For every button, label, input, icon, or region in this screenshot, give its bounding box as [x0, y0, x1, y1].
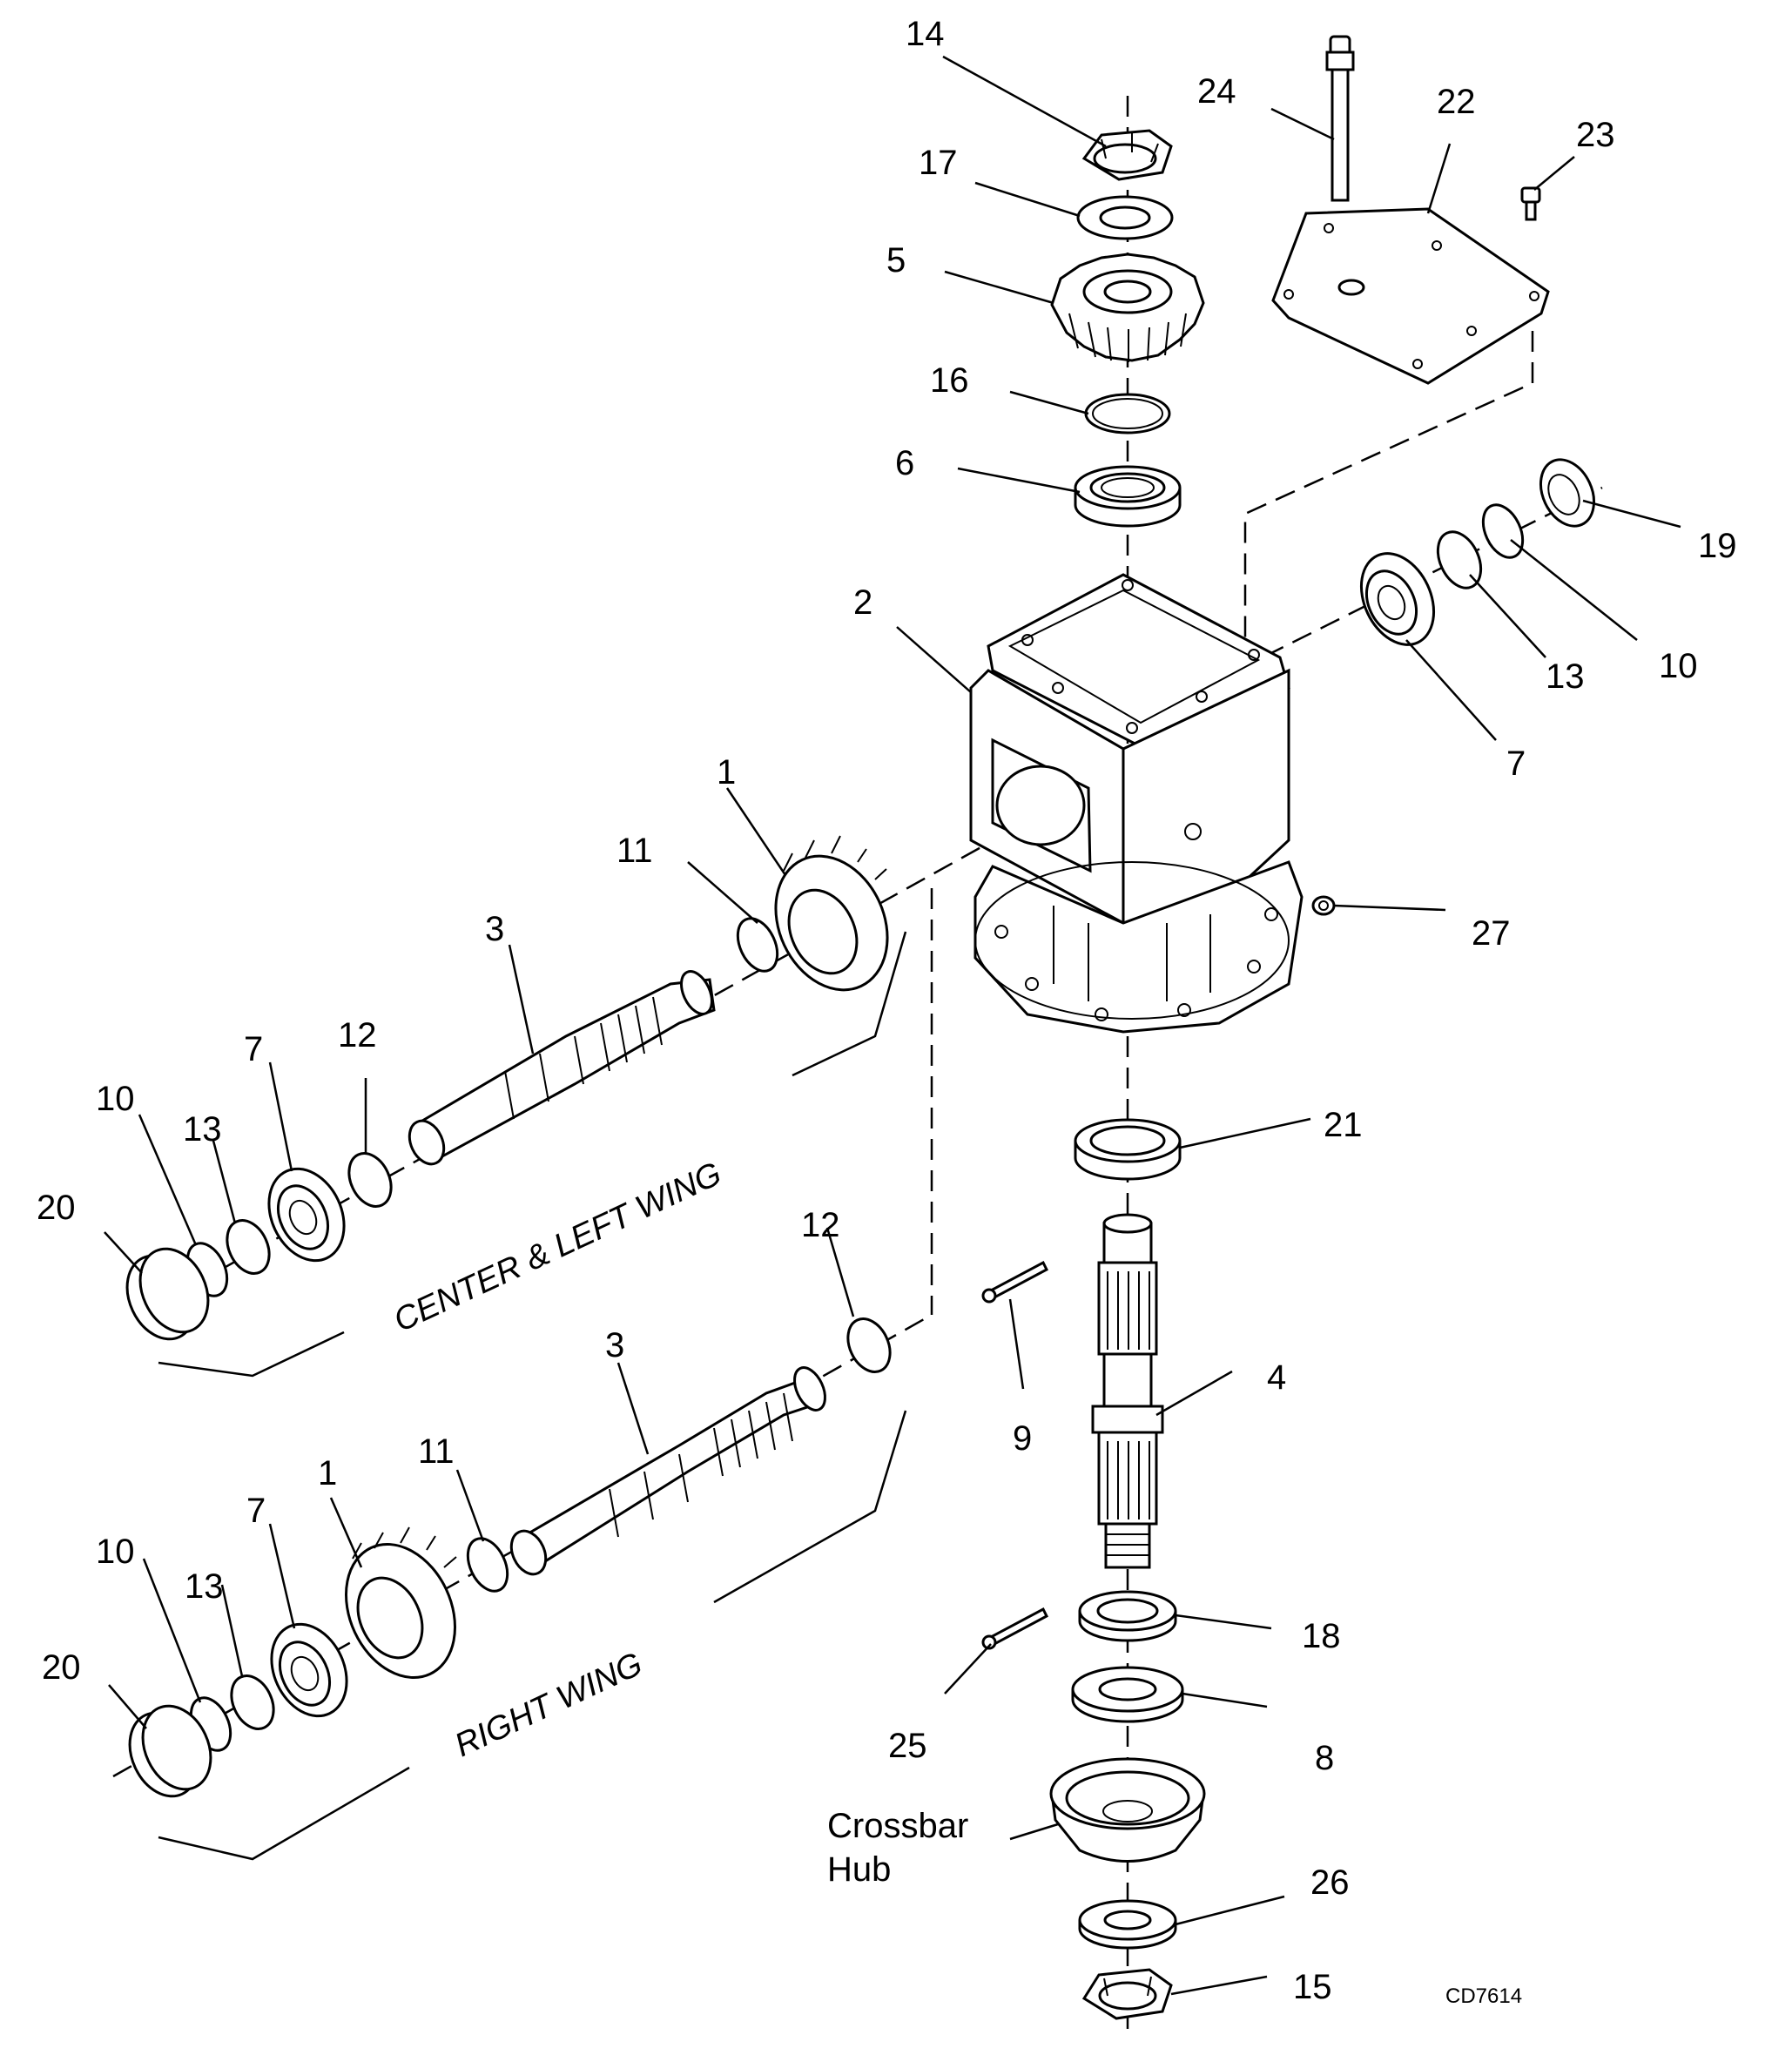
- callout-20-right: 20: [42, 1648, 81, 1687]
- dipstick-24: [1325, 35, 1355, 202]
- section-label-right-wing: RIGHT WING: [449, 1646, 648, 1764]
- bearing-7-side: [1359, 552, 1436, 646]
- callout-10-side: 10: [1659, 647, 1698, 685]
- callout-7-side: 7: [1506, 745, 1526, 783]
- callout-14: 14: [906, 15, 945, 53]
- pinion-gear-1-right: [345, 1526, 457, 1680]
- callout-3-right: 3: [605, 1326, 624, 1364]
- callout-1-left: 1: [717, 753, 736, 792]
- snap-ring-12-right: [846, 1317, 892, 1373]
- plug-27: [1311, 895, 1336, 916]
- center-left-wing-bracket-top: [792, 931, 907, 1077]
- callout-5: 5: [886, 241, 906, 280]
- callout-1-right: 1: [318, 1454, 337, 1492]
- bearing-7-right: [270, 1622, 348, 1718]
- callout-16: 16: [930, 361, 969, 400]
- callout-6: 6: [895, 444, 914, 482]
- callout-12-right: 12: [801, 1206, 840, 1244]
- castle-nut-top: [1081, 129, 1173, 181]
- snap-ring-11-right: [466, 1537, 509, 1593]
- cotter-pin-9: [981, 1260, 1048, 1304]
- pinion-gear-1-left: [774, 835, 889, 992]
- callout-9: 9: [1013, 1419, 1032, 1458]
- callout-12-left: 12: [338, 1016, 377, 1054]
- washer-8: [1071, 1666, 1184, 1723]
- snap-ring-13-side: [1436, 530, 1483, 590]
- callout-20-left: 20: [37, 1189, 76, 1227]
- bearing-7-left: [267, 1167, 346, 1263]
- callout-10-left: 10: [96, 1080, 135, 1118]
- vertical-shaft-4: [1091, 1213, 1164, 1569]
- snap-ring-11-left: [736, 917, 779, 973]
- callout-11-left: 11: [616, 832, 653, 870]
- callout-2: 2: [853, 583, 872, 622]
- callout-24: 24: [1197, 72, 1236, 111]
- right-wing-bracket-top: [713, 1410, 907, 1604]
- center-left-wing-bracket: [158, 1331, 345, 1378]
- callout-25: 25: [888, 1727, 927, 1765]
- bolt-23: [1520, 186, 1541, 221]
- callout-15: 15: [1293, 1968, 1332, 2006]
- callout-8: 8: [1315, 1739, 1334, 1777]
- shaft-3-right: [509, 1366, 826, 1576]
- callout-13-right: 13: [185, 1567, 224, 1606]
- cap-20-right: [128, 1704, 212, 1798]
- retaining-ring-10-side: [1481, 503, 1525, 559]
- cap-20-left: [125, 1247, 210, 1341]
- callout-18: 18: [1302, 1617, 1341, 1655]
- castle-nut-bottom: [1081, 1968, 1173, 2020]
- callout-27: 27: [1472, 914, 1511, 953]
- cover-plate-22: [1271, 207, 1550, 385]
- callout-26: 26: [1310, 1863, 1350, 1902]
- cotter-pin-25: [981, 1607, 1048, 1650]
- crossbar-hub-label-line2: Hub: [827, 1850, 891, 1889]
- bearing-21: [1074, 1118, 1182, 1181]
- bevel-gear-5: [1050, 253, 1205, 362]
- callout-7-right: 7: [246, 1492, 266, 1530]
- callout-7-left: 7: [244, 1030, 263, 1068]
- callout-13-left: 13: [183, 1110, 222, 1149]
- washer-17: [1076, 195, 1174, 240]
- snap-ring-12-left: [347, 1152, 393, 1208]
- leader-lines: [104, 55, 1681, 1996]
- callout-3-left: 3: [485, 910, 504, 948]
- callout-13-side: 13: [1546, 657, 1585, 696]
- snap-ring-13-left: [226, 1219, 271, 1275]
- snap-ring-16: [1084, 393, 1171, 435]
- crossbar-hub: [1049, 1757, 1206, 1863]
- callout-4: 4: [1267, 1358, 1286, 1397]
- washer-26: [1078, 1899, 1177, 1950]
- snap-ring-13-right: [230, 1674, 275, 1730]
- callout-21: 21: [1324, 1106, 1363, 1144]
- gearbox-housing-2: [969, 573, 1304, 1034]
- section-label-center-left-wing: CENTER & LEFT WING: [388, 1156, 727, 1339]
- callout-22: 22: [1437, 83, 1476, 121]
- callout-19: 19: [1698, 527, 1737, 565]
- drawing-number: CD7614: [1445, 1984, 1522, 2008]
- seal-18: [1078, 1590, 1177, 1642]
- callout-10-right: 10: [96, 1533, 135, 1571]
- seal-19: [1539, 458, 1595, 528]
- right-wing-bracket: [158, 1766, 410, 1861]
- crossbar-hub-label-line1: Crossbar: [827, 1807, 968, 1845]
- callout-17: 17: [919, 144, 958, 182]
- bearing-6: [1074, 465, 1182, 528]
- callout-23: 23: [1576, 116, 1615, 154]
- callout-11-right: 11: [418, 1432, 455, 1471]
- shaft-3-left: [408, 970, 716, 1166]
